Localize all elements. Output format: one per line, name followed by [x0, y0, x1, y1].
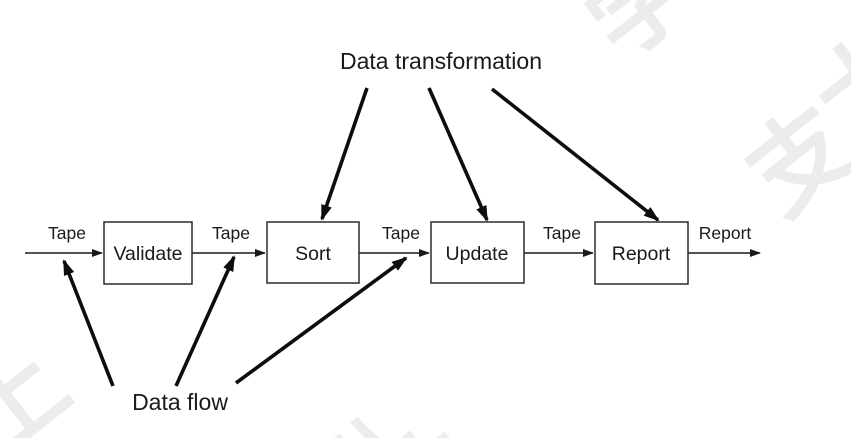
data-flow-arrow-to-tape-3: [234, 256, 408, 385]
sort-box-rect: [266, 221, 360, 284]
watermark-glyph-bottom-left: 上: [0, 324, 90, 438]
title-data-transformation: Data transformation: [340, 48, 542, 74]
update-box-label: Update: [446, 243, 509, 265]
transformation-arrow-to-sort: [320, 87, 369, 221]
validate-box-label: Validate: [113, 243, 182, 265]
transformation-arrow-to-report: [490, 87, 660, 222]
data-flow-arrow-to-tape-2: [174, 255, 236, 387]
validate-box-rect: [103, 221, 193, 285]
stage-box-validate: Validate: [103, 221, 193, 285]
watermark-glyph-top: 学: [564, 0, 715, 81]
sort-box-label: Sort: [295, 243, 331, 265]
stage-box-sort: Sort: [266, 221, 360, 284]
report-box-label: Report: [612, 243, 671, 265]
flow-label-tape-4: Tape: [543, 223, 581, 243]
flow-label-report-output: Report: [699, 223, 752, 243]
update-box-rect: [430, 221, 525, 284]
stage-box-update: Update: [430, 221, 525, 284]
transformation-arrow-to-update: [427, 87, 489, 222]
flow-label-tape-1: Tape: [48, 223, 86, 243]
report-box-rect: [594, 221, 689, 285]
stage-box-report: Report: [594, 221, 689, 285]
label-data-flow: Data flow: [132, 389, 228, 415]
flow-label-tape-2: Tape: [212, 223, 250, 243]
data-flow-arrow-to-input: [62, 259, 115, 387]
flow-label-tape-3: Tape: [382, 223, 420, 243]
